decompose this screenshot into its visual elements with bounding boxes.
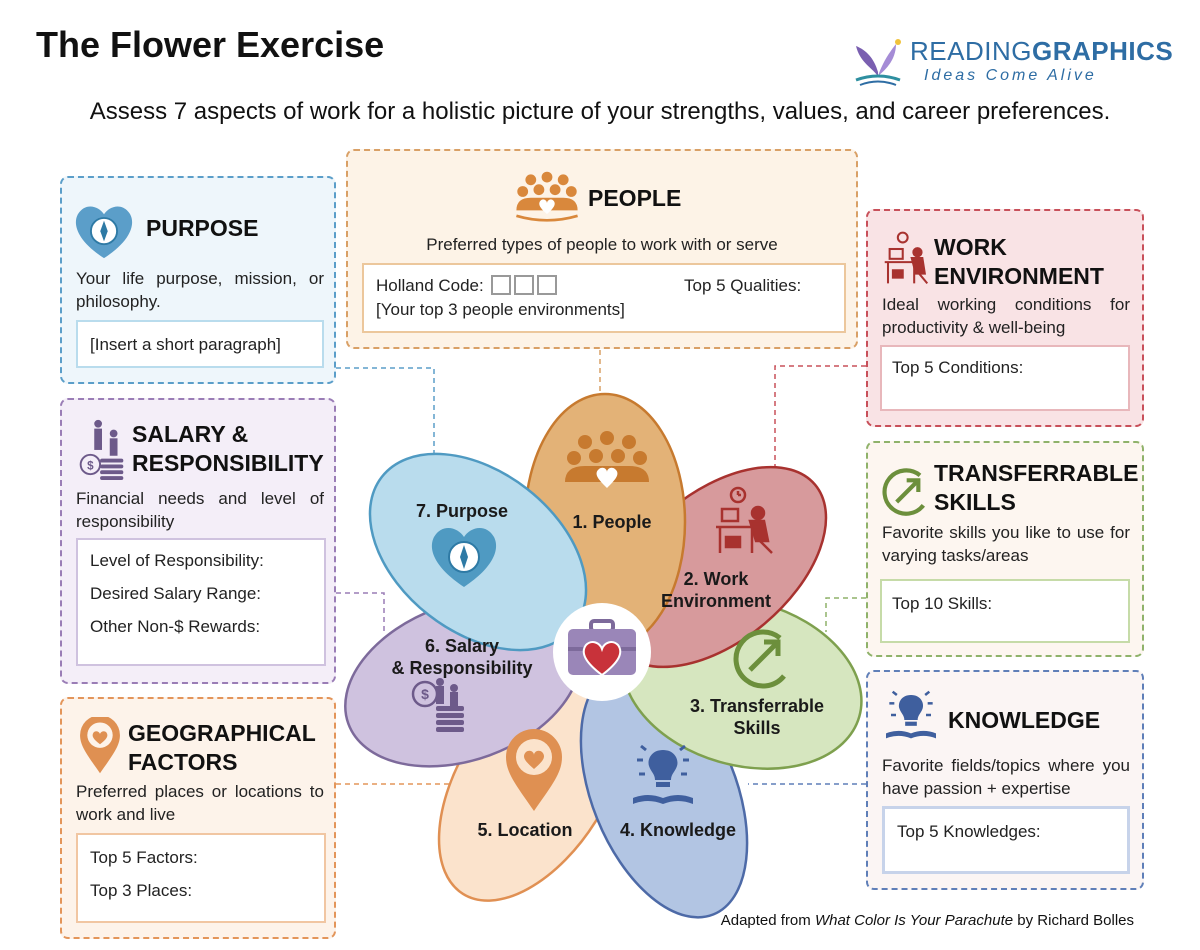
petal-knowledge-icon [633, 744, 693, 804]
petal-work-env-icon [716, 486, 773, 554]
salary-field-1: Level of Responsibility: [90, 551, 264, 570]
purpose-title: PURPOSE [146, 215, 259, 241]
connector-salary [336, 592, 385, 632]
transfer-arrows-icon [882, 468, 925, 516]
purpose-desc: Your life purpose, mission, or philosoph… [76, 269, 324, 311]
skills-title-line2: SKILLS [934, 489, 1016, 515]
salary-title-line1: SALARY & [132, 421, 249, 447]
heart-briefcase-icon [568, 619, 636, 677]
knowledge-input-box[interactable]: Top 5 Knowledges: [882, 806, 1130, 874]
work-env-desc: Ideal working conditions for productivit… [882, 295, 1130, 337]
salary-input-box[interactable]: Level of Responsibility: Desired Salary … [76, 538, 326, 666]
svg-text:$: $ [421, 686, 429, 702]
lightbulb-book-icon [886, 690, 936, 739]
geo-input-box[interactable]: Top 5 Factors: Top 3 Places: [76, 833, 326, 923]
petal-label-salary-line1: 6. Salary [425, 636, 499, 656]
work-env-input-box[interactable]: Top 5 Conditions: [880, 345, 1130, 411]
connector-purpose [336, 367, 435, 468]
work-env-title-line2: ENVIRONMENT [934, 263, 1104, 289]
page-subtitle: Assess 7 aspects of work for a holistic … [89, 98, 1111, 125]
people-title: PEOPLE [588, 185, 682, 211]
credit-book-title: What Color Is Your Parachute [814, 912, 1014, 929]
geo-title-line2: FACTORS [128, 749, 238, 775]
credit-prefix: Adapted from [720, 912, 815, 929]
card-geographical: GEOGRAPHICAL FACTORS Preferred places or… [60, 697, 336, 939]
petal-label-work_env-line2: Environment [661, 591, 771, 611]
holland-code-box-1[interactable] [491, 275, 512, 295]
holland-code-box-3[interactable] [537, 275, 558, 295]
card-work-environment: WORK ENVIRONMENT Ideal working condition… [866, 209, 1144, 427]
petal-label-people-line1: 1. People [572, 512, 651, 532]
people-desc: Preferred types of people to work with o… [426, 235, 778, 254]
petal-label-work_env-line1: 2. Work [684, 569, 750, 589]
knowledge-field-1: Top 5 Knowledges: [897, 822, 1041, 841]
card-purpose: PURPOSE Your life purpose, mission, or p… [60, 176, 336, 384]
work-env-title-line1: WORK [934, 234, 1007, 260]
knowledge-desc: Favorite fields/topics where you have pa… [882, 756, 1130, 798]
location-heart-icon [80, 717, 120, 774]
credit-line: Adapted from What Color Is Your Parachut… [721, 912, 1134, 929]
petal-salary-icon: $ [411, 678, 464, 732]
petal-location-icon [506, 729, 562, 811]
page-title: The Flower Exercise [36, 24, 385, 65]
people-input-box[interactable]: Holland Code: [Your top 3 people environ… [362, 263, 846, 333]
skills-title-line1: TRANSFERRABLE [934, 460, 1139, 486]
salary-field-3: Other Non-$ Rewards: [90, 617, 261, 636]
connector-skills [825, 597, 866, 632]
heart-compass-icon [75, 206, 133, 259]
petal-label-purpose-line1: 7. Purpose [416, 501, 508, 521]
petal-label-location-line1: 5. Location [477, 820, 572, 840]
petal-label-salary-line2: & Responsibility [391, 658, 532, 678]
petal-label-skills-line2: Skills [733, 718, 780, 738]
readinggraphics-logo: READINGGRAPHICS Ideas Come Alive [852, 34, 1173, 90]
petal-label-knowledge-line1: 4. Knowledge [620, 820, 736, 840]
desk-worker-icon [884, 231, 929, 285]
purpose-field-1: [Insert a short paragraph] [90, 335, 281, 354]
credit-suffix: by Richard Bolles [1013, 912, 1134, 929]
geo-title-line1: GEOGRAPHICAL [128, 720, 316, 746]
svg-text:$: $ [87, 459, 94, 472]
purpose-input-box[interactable]: [Insert a short paragraph] [76, 320, 324, 368]
logo-brand-light: READING [910, 36, 1032, 66]
petal-purpose-icon [431, 527, 497, 587]
petal-people-icon [565, 431, 649, 488]
card-skills: TRANSFERRABLE SKILLS Favorite skills you… [866, 441, 1144, 657]
knowledge-title: KNOWLEDGE [948, 707, 1101, 733]
salary-desc: Financial needs and level of responsibil… [76, 489, 324, 531]
salary-title-line2: RESPONSIBILITY [132, 450, 324, 476]
card-knowledge: KNOWLEDGE Favorite fields/topics where y… [866, 670, 1144, 890]
connector-work-env [774, 365, 866, 470]
book-butterfly-logo-icon [855, 39, 901, 86]
petal-label-skills-line1: 3. Transferrable [690, 696, 824, 716]
holland-code-box-2[interactable] [514, 275, 535, 295]
skills-desc: Favorite skills you like to use for vary… [882, 523, 1130, 565]
skills-field-1: Top 10 Skills: [892, 594, 993, 613]
coins-business-icon: $ [79, 419, 124, 480]
card-people: PEOPLE Preferred types of people to work… [346, 149, 858, 349]
geo-desc: Preferred places or locations to work an… [76, 782, 324, 824]
skills-input-box[interactable]: Top 10 Skills: [880, 579, 1130, 643]
geo-field-1: Top 5 Factors: [90, 848, 198, 867]
logo-brand-bold: GRAPHICS [1031, 36, 1174, 66]
logo-tagline: Ideas Come Alive [924, 67, 1097, 84]
petal-skills-icon [733, 629, 786, 689]
geo-field-2: Top 3 Places: [90, 881, 193, 900]
card-salary: $ SALARY & RESPONSIBILITY Financial need… [60, 398, 336, 684]
work-env-field-1: Top 5 Conditions: [892, 358, 1024, 377]
holland-code-note: [Your top 3 people environments] [376, 300, 625, 319]
holland-code-label: Holland Code: [376, 276, 484, 295]
people-group-icon [516, 171, 578, 222]
top-qualities-label: Top 5 Qualities: [684, 276, 802, 295]
salary-field-2: Desired Salary Range: [90, 584, 262, 603]
